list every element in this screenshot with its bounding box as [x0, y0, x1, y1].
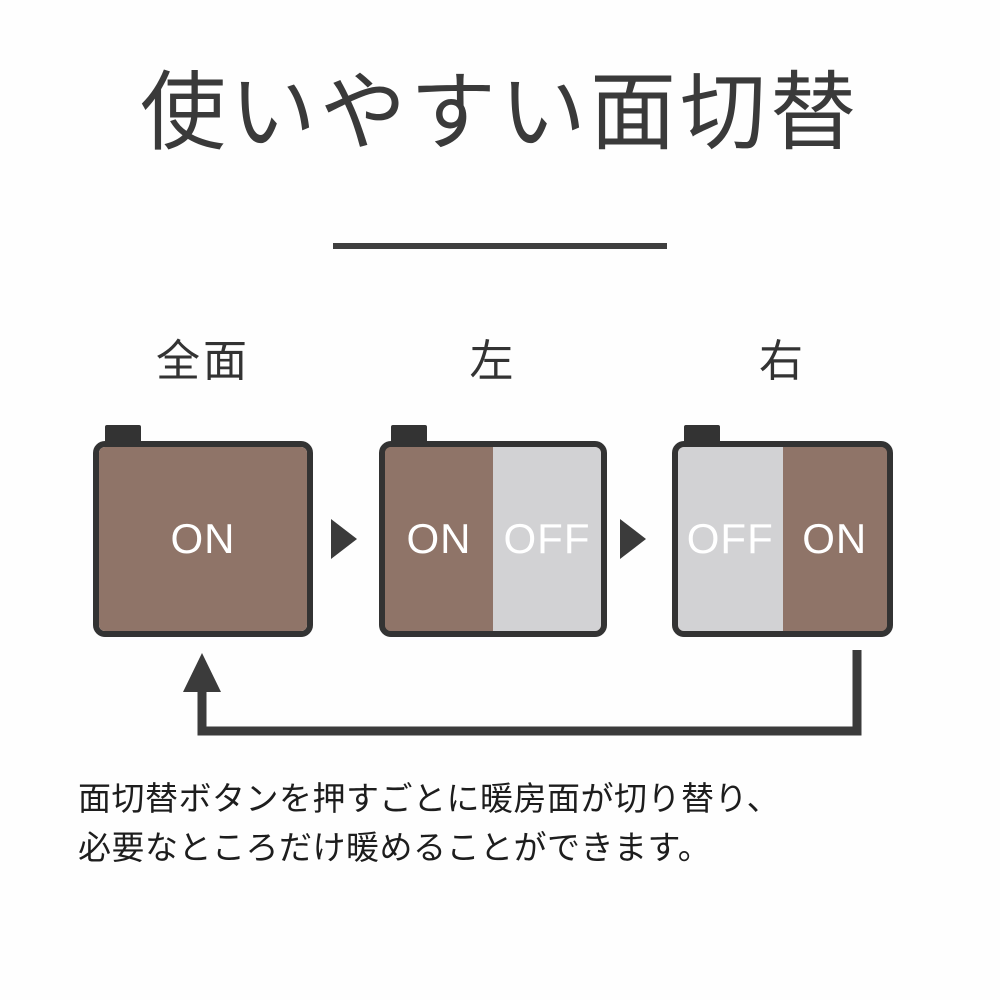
heater-diagram-full: ON — [93, 441, 313, 637]
title-divider — [333, 243, 667, 249]
mode-label-left: 左 — [469, 337, 517, 386]
step-arrow-right-icon-1 — [331, 519, 357, 559]
heater-pane-right-off: OFF — [678, 447, 783, 631]
heater-pane-right-on: ON — [782, 447, 887, 631]
heater-pane-left-off: OFF — [493, 447, 601, 631]
heater-diagram-right: OFF ON — [672, 441, 893, 637]
caption-line-1: 面切替ボタンを押すごとに暖房面が切り替り、 — [78, 780, 781, 817]
caption: 面切替ボタンを押すごとに暖房面が切り替り、 必要なところだけ暖めることができます… — [78, 775, 958, 873]
mode-label-right: 右 — [759, 337, 806, 386]
step-arrow-right-icon-2 — [620, 519, 646, 559]
heater-diagram-left: ON OFF — [379, 441, 607, 637]
heater-tab-full — [105, 425, 141, 443]
heater-tab-right — [684, 425, 720, 443]
mode-label-full: 全面 — [156, 337, 250, 386]
heater-pane-left-on: ON — [385, 447, 493, 631]
heater-pane-full-on: ON — [99, 447, 307, 631]
page-title: 使いやすい面切替 — [140, 65, 860, 161]
caption-line-2: 必要なところだけ暖めることができます。 — [78, 828, 712, 866]
heater-tab-left — [391, 425, 427, 443]
loop-arrow-icon — [183, 650, 862, 736]
